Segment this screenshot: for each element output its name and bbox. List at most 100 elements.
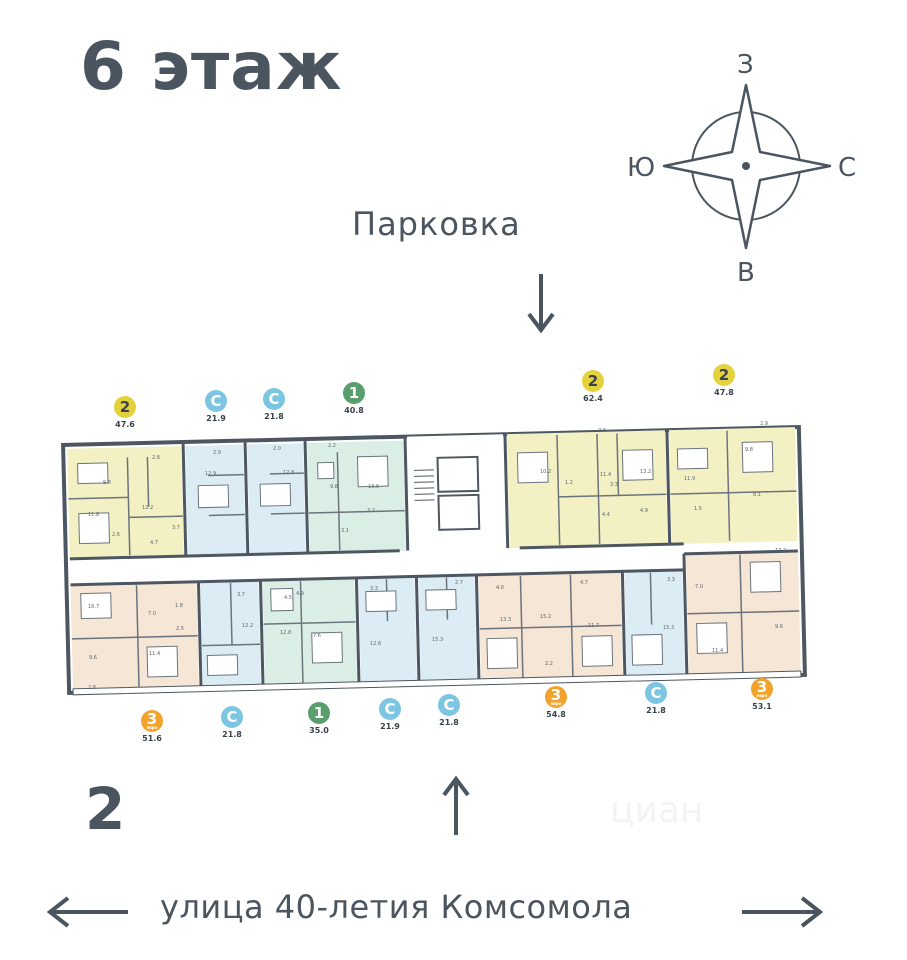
street-arrow-right-icon xyxy=(742,896,824,928)
badge-type-label: С xyxy=(650,684,662,702)
parking-arrow-icon xyxy=(527,274,555,334)
apartment-bottom-badge-7[interactable]: С xyxy=(645,682,667,704)
room-area-18: 2.0 xyxy=(598,428,606,434)
room-area-55: 7.0 xyxy=(695,584,703,590)
apartment-top-area-label-5: 62.4 xyxy=(583,394,603,403)
room-area-15: 3.2 xyxy=(367,508,375,514)
apartment-bottom-badge-4[interactable]: С xyxy=(379,698,401,720)
apartment-bottom-badge-3[interactable]: 1 xyxy=(308,702,330,724)
room-area-14: 13.6 xyxy=(368,484,380,490)
room-area-1: 9.8 xyxy=(103,480,111,486)
apartment-top-badge-2[interactable]: С xyxy=(205,390,227,412)
apartment-top-area-label-2: 21.9 xyxy=(206,414,226,423)
room-area-2: 2.8 xyxy=(152,455,160,461)
room-area-33: 2.5 xyxy=(176,626,184,632)
room-area-31: 7.0 xyxy=(148,611,156,617)
apartment-top-area-label-1: 47.6 xyxy=(115,420,135,429)
badge-sub-label: евро xyxy=(550,701,562,706)
badge-type-label: С xyxy=(384,700,396,718)
room-area-49: 15.2 xyxy=(540,614,552,620)
room-area-53: 15.3 xyxy=(663,625,675,631)
apartment-bottom-area-label-6: 54.8 xyxy=(546,710,566,719)
apartment-top-area-label-3: 21.8 xyxy=(264,412,284,421)
apartment-bottom-badge-2[interactable]: С xyxy=(221,706,243,728)
room-area-51: 11.7 xyxy=(588,623,600,629)
parking-label: Парковка xyxy=(352,205,521,243)
badge-type-label: 3 xyxy=(550,685,562,704)
entrance-arrow-icon xyxy=(442,775,470,835)
apartment-top-badge-5[interactable]: 2 xyxy=(582,370,604,392)
apartment-bottom-badge-5[interactable]: С xyxy=(438,694,460,716)
apartment-bottom-area-label-7: 21.8 xyxy=(646,706,666,715)
room-area-41: 7.6 xyxy=(313,633,321,639)
apartment-top-badge-1[interactable]: 2 xyxy=(114,396,136,418)
room-area-45: 15.3 xyxy=(432,637,444,643)
room-area-34: 9.6 xyxy=(89,655,97,661)
room-area-21: 3.3 xyxy=(610,482,618,488)
room-area-4: 11.8 xyxy=(88,512,100,518)
compass-north-label: З xyxy=(737,50,754,80)
badge-type-label: С xyxy=(210,392,222,410)
room-area-19: 11.4 xyxy=(600,472,612,478)
room-area-42: 12.8 xyxy=(280,630,292,636)
apartment-top-area-label-4: 40.8 xyxy=(344,406,364,415)
room-area-5: 3.7 xyxy=(172,525,180,531)
room-area-58: 9.6 xyxy=(775,624,783,630)
room-area-32: 1.8 xyxy=(175,603,183,609)
room-area-47: 4.0 xyxy=(496,585,504,591)
street-arrow-left-icon xyxy=(46,896,128,928)
apartment-top-badge-4[interactable]: 1 xyxy=(343,382,365,404)
room-area-28: 1.5 xyxy=(694,506,702,512)
room-area-39: 4.5 xyxy=(284,595,292,601)
room-area-24: 4.9 xyxy=(640,508,648,514)
room-area-48: 13.3 xyxy=(500,617,512,623)
room-area-50: 4.7 xyxy=(580,580,588,586)
room-area-40: 4.9 xyxy=(296,591,304,597)
apartment-top-badge-6[interactable]: 2 xyxy=(713,364,735,386)
room-area-52: 2.2 xyxy=(545,661,553,667)
apartment-top-area-label-6: 47.8 xyxy=(714,388,734,397)
apartment-bottom-area-label-3: 35.0 xyxy=(309,726,329,735)
compass-south-label: В xyxy=(737,258,755,288)
room-area-16: 3.1 xyxy=(341,528,349,534)
room-area-27: 2.9 xyxy=(760,421,768,427)
room-area-37: 12.2 xyxy=(242,623,254,629)
room-area-12: 2.2 xyxy=(328,443,336,449)
room-area-43: 3.3 xyxy=(370,586,378,592)
section-number: 2 xyxy=(85,775,126,843)
badge-type-label: С xyxy=(226,708,238,726)
room-area-17: 10.2 xyxy=(540,469,552,475)
badge-type-label: 3 xyxy=(146,709,158,728)
unit-top-2-room-mid xyxy=(506,430,668,549)
room-area-13: 9.8 xyxy=(330,484,338,490)
apartment-bottom-area-label-4: 21.9 xyxy=(380,722,400,731)
room-area-35: 11.4 xyxy=(149,651,161,657)
room-area-8: 12.9 xyxy=(205,471,217,477)
apartment-bottom-area-label-5: 21.8 xyxy=(439,718,459,727)
apartment-bottom-area-label-2: 21.8 xyxy=(222,730,242,739)
apartment-bottom-area-label-1: 51.6 xyxy=(142,734,162,743)
room-area-22: 1.2 xyxy=(565,480,573,486)
badge-type-label: 2 xyxy=(718,366,730,384)
room-area-3: 12.2 xyxy=(142,505,154,511)
room-area-57: 17.2 xyxy=(775,548,787,554)
room-area-36: 2.8 xyxy=(88,685,96,691)
badge-type-label: 3 xyxy=(756,677,768,696)
stair-core xyxy=(406,434,506,551)
badge-sub-label: евро xyxy=(756,693,768,698)
badge-type-label: 2 xyxy=(587,372,599,390)
room-area-10: 12.8 xyxy=(283,470,295,476)
badge-type-label: С xyxy=(443,696,455,714)
apartment-top-badge-3[interactable]: С xyxy=(263,388,285,410)
room-area-7: 4.7 xyxy=(150,540,158,546)
room-area-23: 4.4 xyxy=(602,512,610,518)
room-area-26: 9.8 xyxy=(745,447,753,453)
floor-title: 6 этаж xyxy=(80,28,343,105)
room-area-6: 2.6 xyxy=(112,532,120,538)
unit-top-2-room-right xyxy=(668,427,798,545)
